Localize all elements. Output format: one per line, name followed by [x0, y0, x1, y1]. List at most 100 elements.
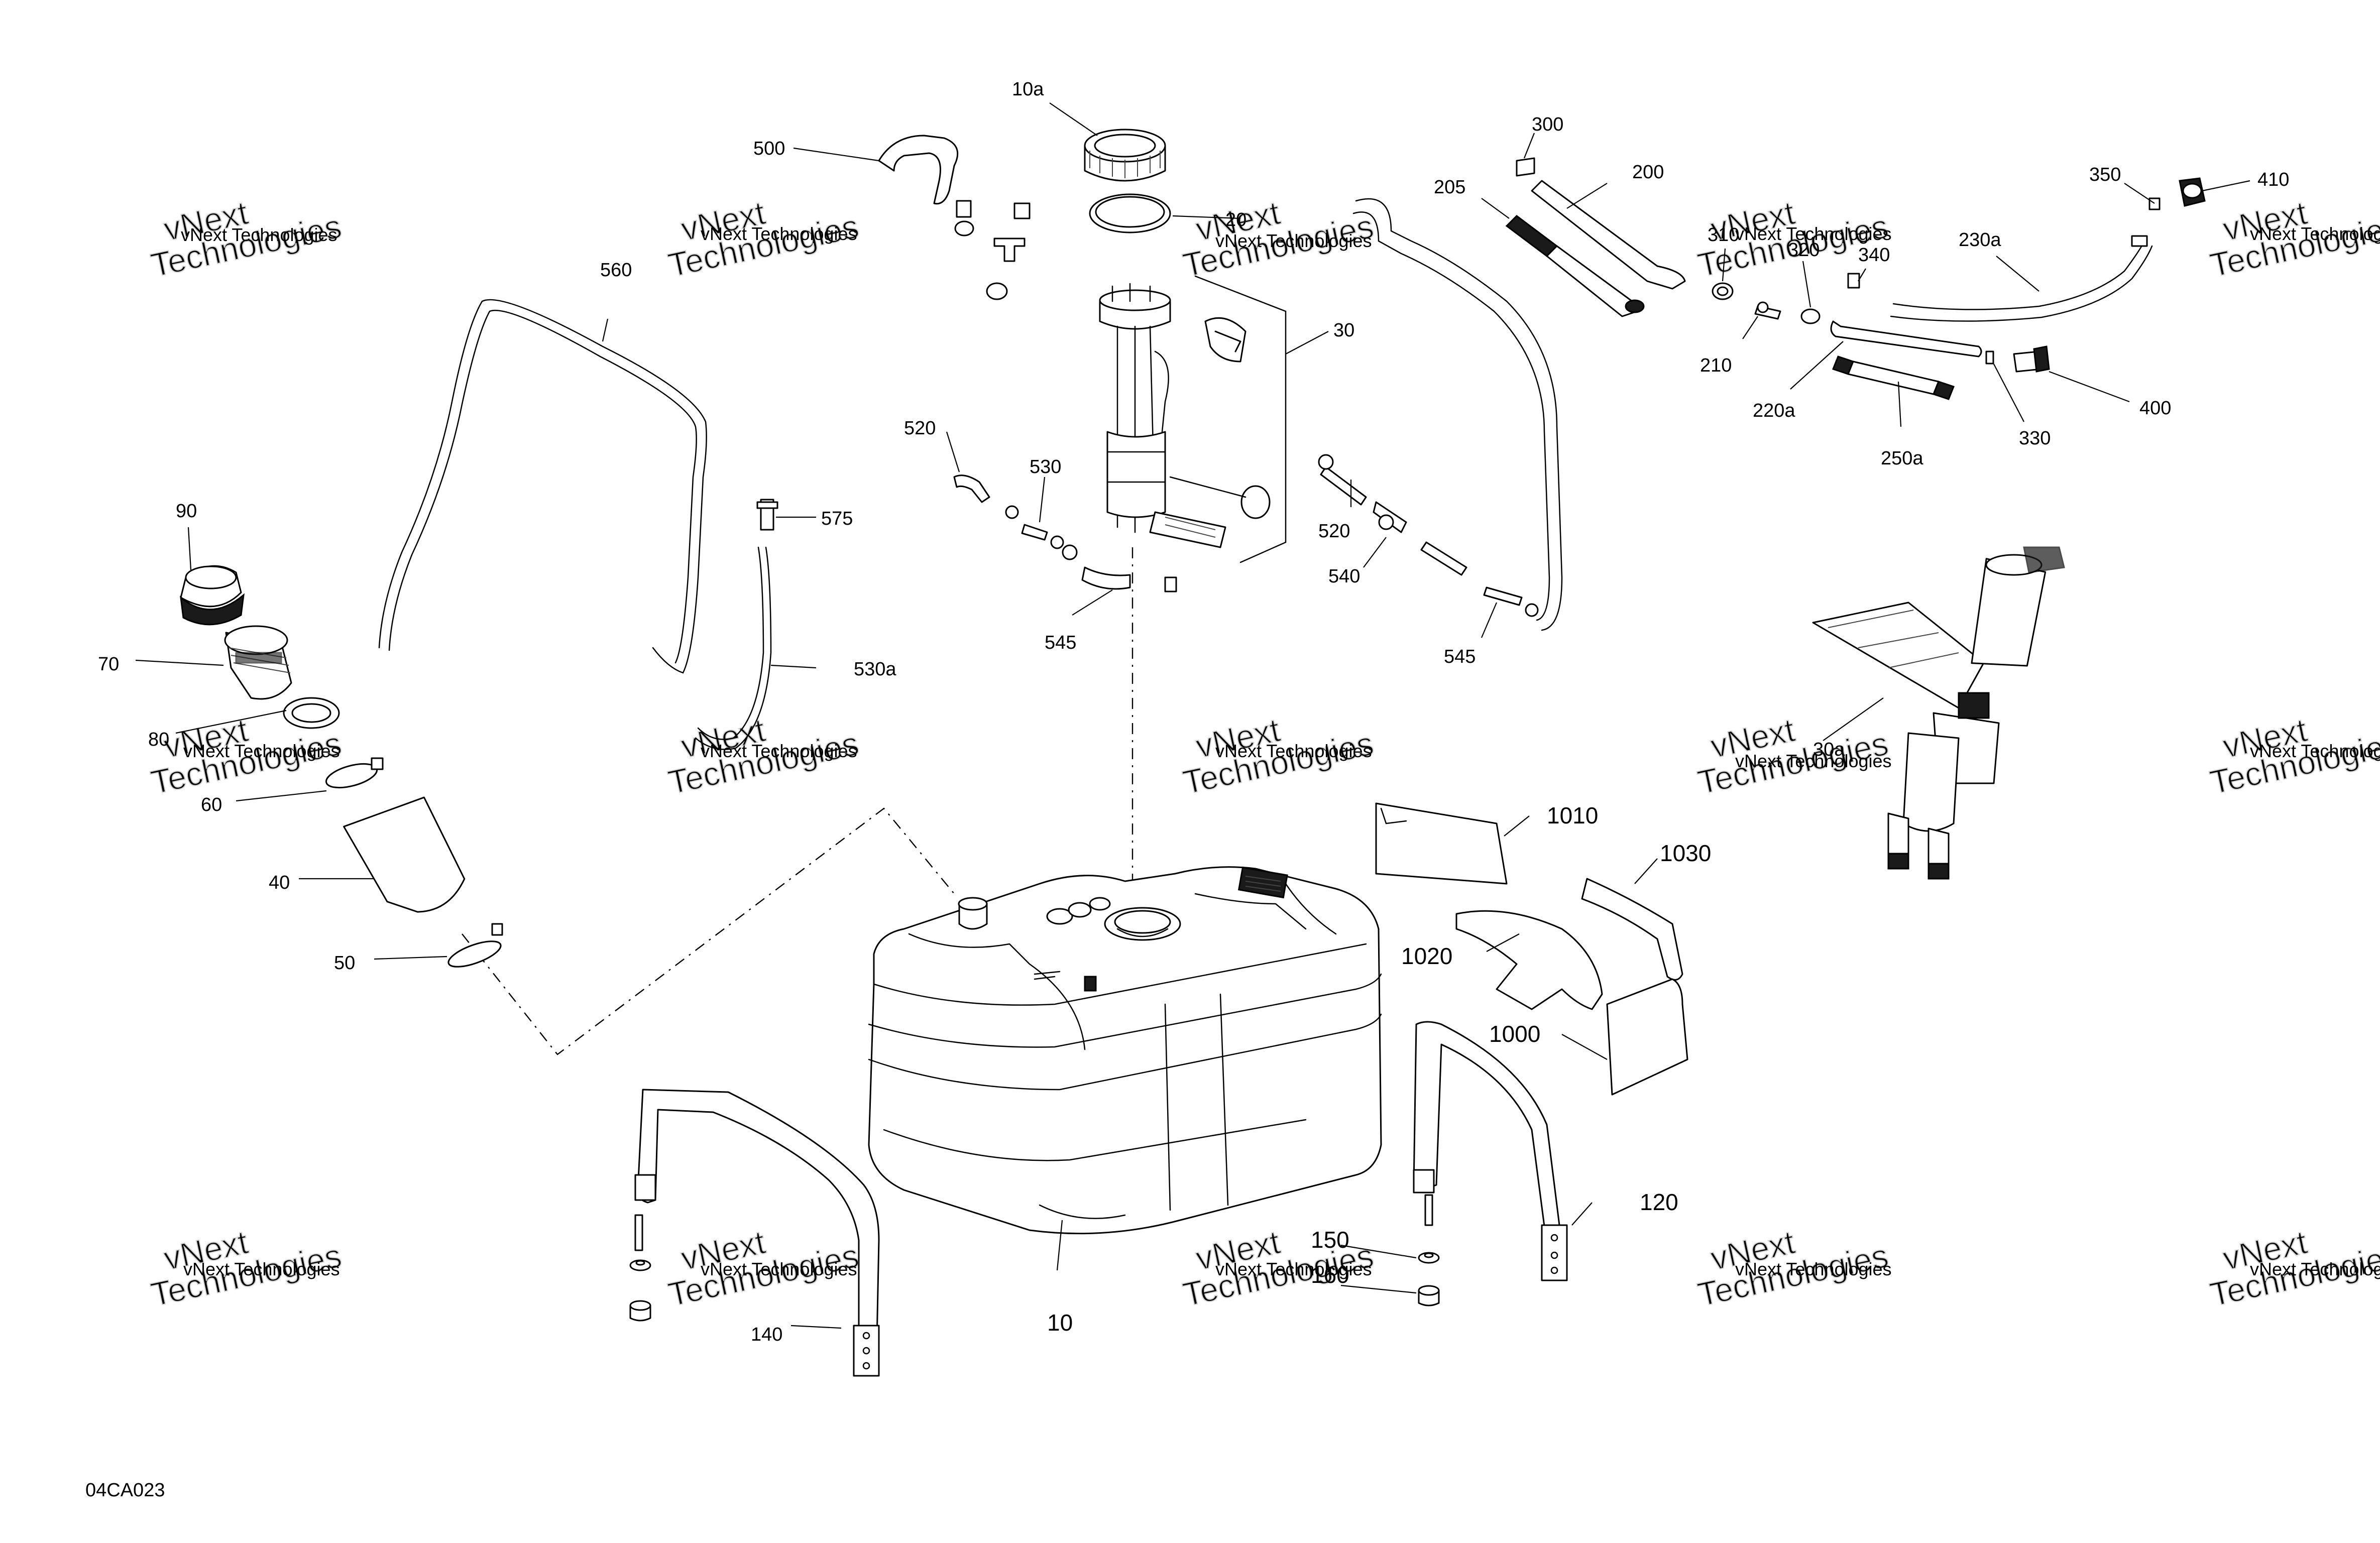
label-part-230a: 230a — [1959, 229, 2001, 251]
label-part-60: 60 — [201, 794, 222, 815]
label-part-40: 40 — [269, 872, 290, 893]
watermark-text: vNext Technologies — [2250, 1259, 2380, 1279]
filler-hose-40 — [343, 796, 466, 913]
label-part-520-right: 520 — [1318, 521, 1350, 542]
label-part-1000: 1000 — [1489, 1021, 1540, 1047]
hose-200 — [1531, 180, 1686, 290]
watermark-text: vNext Technologies — [1215, 741, 1372, 761]
watermark-text: vNext Technologies — [701, 1259, 857, 1279]
heat-shield-1030 — [1581, 878, 1683, 981]
label-part-140: 140 — [751, 1324, 782, 1345]
fittings-210-320-340 — [1754, 273, 1860, 324]
label-part-30: 30 — [1333, 320, 1354, 341]
label-part-160: 160 — [1311, 1262, 1349, 1288]
watermark-text: vNext Technologies — [1735, 223, 1892, 244]
label-part-250a: 250a — [1881, 448, 1923, 469]
label-part-410: 410 — [2257, 169, 2289, 190]
watermark-text: vNext Technologies — [1735, 751, 1892, 771]
diagram-code: 04CA023 — [85, 1480, 165, 1501]
strap-120 — [1413, 1021, 1568, 1281]
hose-545-left — [1081, 566, 1177, 592]
leader-lines — [135, 102, 2250, 1329]
label-part-50: 50 — [334, 953, 355, 974]
watermark-text: vNext Technologies — [1735, 1259, 1892, 1279]
part-labels: 10a 20 500 30 560 575 530a 90 70 80 60 4… — [98, 79, 2289, 1345]
label-part-520-left: 520 — [904, 418, 936, 439]
filler-neck-70 — [224, 625, 292, 700]
label-part-205: 205 — [1434, 177, 1465, 198]
watermark-text: vNext Technologies — [183, 1259, 340, 1279]
label-part-70: 70 — [98, 654, 119, 675]
fitting-530 — [1005, 505, 1078, 560]
label-part-1030: 1030 — [1660, 840, 1711, 866]
label-part-340: 340 — [1858, 245, 1890, 266]
assembly-line-filler — [462, 807, 955, 1055]
watermark-text: vNext Technologies — [1215, 1259, 1372, 1279]
label-part-30a: 30a — [1813, 739, 1845, 760]
label-part-545-right: 545 — [1444, 646, 1476, 667]
label-part-560: 560 — [600, 260, 632, 281]
watermark-text: vNext Technologies — [701, 741, 857, 761]
label-part-10: 10 — [1047, 1310, 1073, 1336]
label-part-80: 80 — [148, 729, 169, 750]
check-valve-575 — [756, 499, 778, 531]
washers-left — [629, 1214, 651, 1322]
hose-230a — [1890, 235, 2153, 322]
watermark: vNext Technologies — [2206, 710, 2380, 801]
vent-hose-530a — [695, 546, 772, 750]
label-part-210: 210 — [1700, 355, 1732, 376]
label-part-1020: 1020 — [1401, 943, 1452, 969]
fuel-pump-30a — [1812, 546, 2065, 880]
label-part-310: 310 — [1708, 224, 1739, 246]
label-part-350: 350 — [2089, 164, 2121, 185]
heat-shield-1010 — [1375, 802, 1508, 885]
clamp-50 — [447, 923, 503, 968]
watermark-text: vNext Technologies — [181, 224, 337, 245]
hose-220a — [1830, 320, 1982, 358]
label-part-10a: 10a — [1012, 79, 1044, 100]
label-part-530: 530 — [1030, 456, 1061, 478]
label-part-540: 540 — [1328, 566, 1360, 587]
hose-520-left — [953, 474, 990, 503]
hose-205 — [1505, 215, 1645, 317]
watermark-text: vNext Technologies — [1215, 230, 1372, 251]
label-part-150: 150 — [1311, 1227, 1349, 1253]
fitting-330 — [1985, 350, 1994, 365]
lock-ring — [1084, 129, 1166, 182]
vent-hose-560 — [378, 299, 707, 674]
label-part-530a: 530a — [854, 659, 896, 680]
watermark: vNext Technologies — [1694, 710, 1892, 801]
label-part-200: 200 — [1632, 162, 1664, 183]
label-part-545-left: 545 — [1045, 632, 1076, 653]
clamp-80 — [283, 697, 340, 729]
fuel-line-right — [1318, 454, 1539, 617]
label-part-20: 20 — [1225, 209, 1246, 230]
seal-ring — [1089, 193, 1171, 233]
washers-right — [1418, 1194, 1440, 1307]
hose-fittings-top — [954, 200, 1031, 300]
watermark-text: vNext Technologies — [701, 223, 857, 244]
watermark-text: vNext Technologies — [183, 741, 340, 761]
watermark-text: vNext Technologies — [2250, 741, 2380, 761]
heat-shield-1020 — [1455, 910, 1603, 1010]
heat-shield-1000 — [1606, 978, 1688, 1096]
clamp-60 — [325, 757, 384, 789]
label-part-500: 500 — [753, 138, 785, 159]
label-part-320: 320 — [1788, 240, 1820, 261]
fittings-300-310 — [1516, 157, 1734, 300]
label-part-90: 90 — [176, 501, 197, 522]
fitting-400 — [2013, 345, 2050, 373]
label-part-330: 330 — [2019, 428, 2051, 449]
label-part-120: 120 — [1640, 1189, 1678, 1215]
hose-250a — [1832, 355, 1955, 400]
label-part-400: 400 — [2139, 398, 2171, 419]
fitting-350-410 — [2148, 177, 2206, 210]
fuel-pump-assembly — [1099, 275, 1287, 563]
strap-140 — [634, 1089, 880, 1377]
label-part-1010: 1010 — [1547, 802, 1598, 828]
label-part-575: 575 — [821, 508, 853, 529]
fuel-tank — [868, 866, 1382, 1235]
filler-cap-90 — [180, 565, 245, 626]
return-line — [1352, 198, 1563, 631]
